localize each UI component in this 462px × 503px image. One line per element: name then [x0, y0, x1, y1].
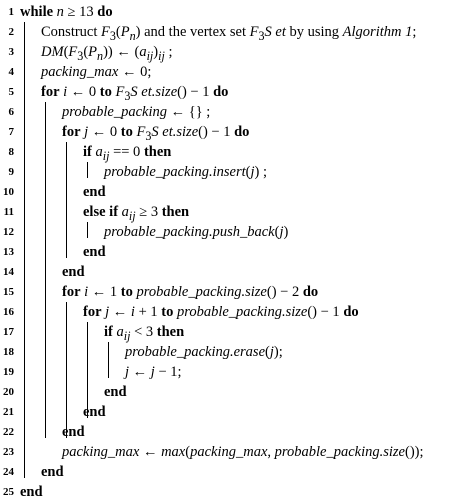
line-text: Construct F3(Pn) and the vertex set F3S … — [41, 24, 417, 43]
line-number: 18 — [3, 346, 14, 358]
for-j-probable-block-bar — [87, 322, 88, 418]
line-text: while n ≥ 13 do — [20, 4, 113, 20]
line-text: for i ← 1 to probable_packing.size() − 2… — [62, 284, 319, 300]
line-number: 1 — [8, 6, 15, 18]
else-if-block-bar — [87, 222, 88, 238]
while-block-bar — [24, 22, 25, 478]
line-text: end — [83, 184, 106, 200]
line-number: 6 — [8, 106, 15, 118]
line-number: 17 — [3, 326, 14, 338]
line-text: probable_packing.push_back(j) — [104, 224, 289, 240]
line-text: DM(F3(Pn)) ← (aij)ij ; — [41, 44, 173, 63]
line-text: probable_packing.insert(j) ; — [104, 164, 267, 180]
line-number: 25 — [3, 486, 14, 498]
line-number: 24 — [3, 466, 14, 478]
line-number: 15 — [3, 286, 14, 298]
line-number: 12 — [3, 226, 14, 238]
line-text: probable_packing ← {} ; — [62, 104, 211, 120]
line-text: packing_max ← 0; — [41, 64, 152, 80]
line-number: 16 — [3, 306, 14, 318]
line-number: 14 — [3, 266, 14, 278]
line-text: end — [41, 464, 64, 480]
line-number: 13 — [3, 246, 14, 258]
for-i-probable-block-bar — [66, 302, 67, 438]
line-number: 21 — [3, 406, 14, 418]
line-text: end — [83, 244, 106, 260]
line-text: for j ← i + 1 to probable_packing.size()… — [83, 304, 359, 320]
line-number: 4 — [8, 66, 15, 78]
line-text: end — [62, 264, 85, 280]
for-i-block-bar — [45, 102, 46, 438]
line-text: end — [104, 384, 127, 400]
line-number: 19 — [3, 366, 14, 378]
line-text: packing_max ← max(packing_max, probable_… — [62, 444, 424, 460]
line-number: 5 — [8, 86, 15, 98]
line-text: for i ← 0 to F3S et.size() − 1 do — [41, 84, 229, 103]
line-text: for j ← 0 to F3S et.size() − 1 do — [62, 124, 250, 143]
line-text: probable_packing.erase(j); — [125, 344, 283, 360]
line-text: j ← j − 1; — [125, 364, 182, 380]
line-text: if aij < 3 then — [104, 324, 185, 343]
line-number: 22 — [3, 426, 14, 438]
line-number: 11 — [3, 206, 14, 218]
line-text: if aij == 0 then — [83, 144, 172, 163]
line-number: 8 — [8, 146, 15, 158]
for-j-block-bar — [66, 142, 67, 258]
line-text: end — [20, 484, 43, 500]
line-number: 3 — [8, 46, 15, 58]
if-zero-block-bar — [87, 162, 88, 178]
line-number: 2 — [8, 26, 15, 38]
line-number: 10 — [3, 186, 14, 198]
line-number: 20 — [3, 386, 14, 398]
line-number: 23 — [3, 446, 14, 458]
if-less-block-bar — [108, 342, 109, 378]
line-text: end — [83, 404, 106, 420]
line-number: 7 — [8, 126, 15, 138]
line-number: 9 — [8, 166, 15, 178]
line-text: end — [62, 424, 85, 440]
line-text: else if aij ≥ 3 then — [83, 204, 190, 223]
